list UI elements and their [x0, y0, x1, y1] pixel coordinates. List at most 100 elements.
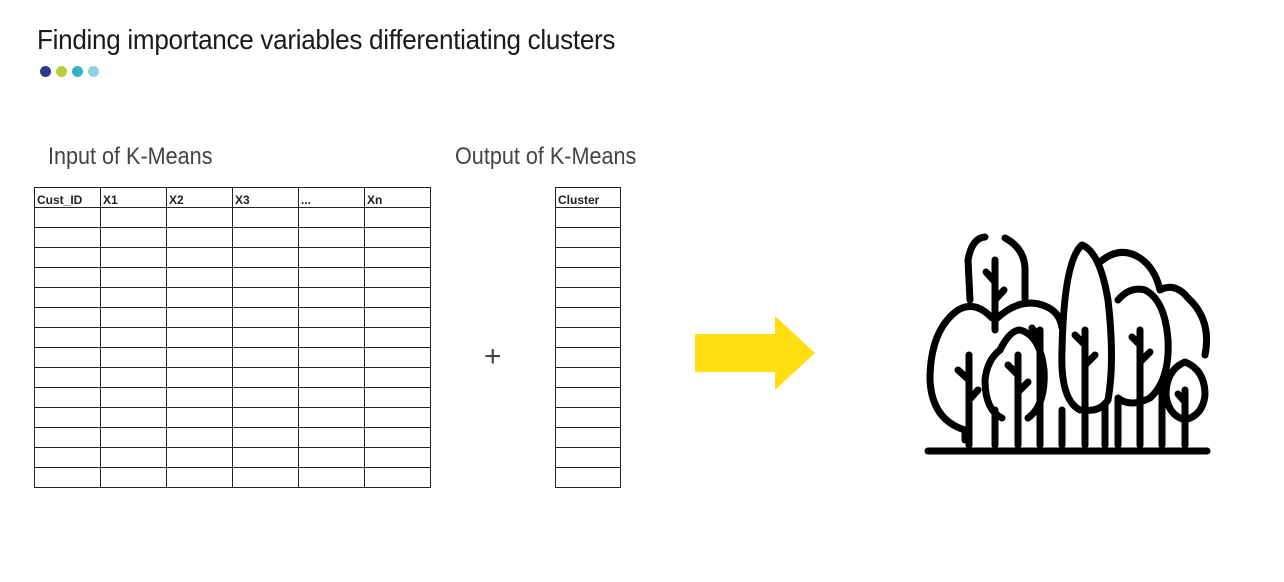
input-table-cell	[364, 467, 431, 488]
input-table-cell	[166, 287, 233, 308]
output-table-row	[555, 207, 621, 228]
input-table-row	[34, 287, 431, 308]
input-table-cell	[100, 227, 167, 248]
input-table-cell	[298, 227, 365, 248]
input-table-cell	[100, 267, 167, 288]
input-table-cell	[364, 387, 431, 408]
input-table-cell	[232, 347, 299, 368]
input-label: Input of K-Means	[48, 143, 213, 170]
input-table-cell	[34, 207, 101, 228]
input-table-cell	[166, 407, 233, 428]
input-table-cell	[100, 467, 167, 488]
output-table-cell	[555, 347, 621, 368]
output-table-cell	[555, 327, 621, 348]
input-table-cell	[100, 327, 167, 348]
input-table-cell	[364, 407, 431, 428]
page-title: Finding importance variables differentia…	[37, 24, 616, 55]
input-table-cell	[298, 427, 365, 448]
input-table-cell	[232, 287, 299, 308]
input-table-cell	[100, 387, 167, 408]
input-table-cell	[34, 447, 101, 468]
output-table-row	[555, 327, 621, 348]
input-table-cell	[232, 227, 299, 248]
output-table-cell	[555, 427, 621, 448]
input-table-cell	[298, 347, 365, 368]
output-label: Output of K-Means	[455, 143, 637, 170]
input-table-cell	[232, 327, 299, 348]
output-table-cell	[555, 307, 621, 328]
input-table-cell	[298, 367, 365, 388]
plus-sign: +	[484, 340, 502, 373]
input-table-row	[34, 227, 431, 248]
output-table-row	[555, 407, 621, 428]
forest-icon	[924, 233, 1211, 455]
input-table-cell	[34, 247, 101, 268]
input-table-row	[34, 247, 431, 268]
input-table-cell	[100, 447, 167, 468]
input-table-header-cell: X1	[100, 187, 167, 208]
output-table-row	[555, 287, 621, 308]
input-table-cell	[364, 347, 431, 368]
input-table-cell	[232, 267, 299, 288]
input-table-row	[34, 307, 431, 328]
output-table-cell	[555, 287, 621, 308]
output-table-cell	[555, 367, 621, 388]
output-table-cell	[555, 387, 621, 408]
input-table-cell	[364, 207, 431, 228]
input-table-cell	[34, 387, 101, 408]
input-table-cell	[166, 347, 233, 368]
input-table-header-cell: ...	[298, 187, 365, 208]
input-table-header-cell: X3	[232, 187, 299, 208]
dot-3	[72, 66, 83, 77]
input-table-cell	[298, 407, 365, 428]
input-table-cell	[166, 387, 233, 408]
input-table-cell	[298, 387, 365, 408]
input-table-cell	[34, 267, 101, 288]
output-table-header-row: Cluster	[555, 187, 621, 208]
input-table-cell	[298, 247, 365, 268]
input-table-row	[34, 467, 431, 488]
input-table-cell	[364, 227, 431, 248]
output-table-cell	[555, 447, 621, 468]
output-table-cell	[555, 407, 621, 428]
dot-2	[56, 66, 67, 77]
input-table-cell	[364, 327, 431, 348]
input-table-cell	[34, 367, 101, 388]
input-table-cell	[298, 307, 365, 328]
input-table-row	[34, 207, 431, 228]
input-table-cell	[232, 407, 299, 428]
decorative-dots	[40, 66, 99, 77]
input-table-cell	[34, 287, 101, 308]
output-table-row	[555, 467, 621, 488]
input-table-cell	[232, 467, 299, 488]
input-table-cell	[232, 387, 299, 408]
output-table-cell	[555, 267, 621, 288]
input-table-cell	[100, 347, 167, 368]
input-table-row	[34, 367, 431, 388]
input-table-cell	[34, 227, 101, 248]
input-table-cell	[166, 227, 233, 248]
input-table-row	[34, 427, 431, 448]
input-table-cell	[100, 247, 167, 268]
output-table-cell	[555, 247, 621, 268]
input-table-row	[34, 267, 431, 288]
output-table-row	[555, 347, 621, 368]
output-table-cell	[555, 227, 621, 248]
output-table-row	[555, 227, 621, 248]
input-table-row	[34, 387, 431, 408]
input-table-cell	[34, 427, 101, 448]
input-table-cell	[34, 347, 101, 368]
dot-1	[40, 66, 51, 77]
output-table-row	[555, 387, 621, 408]
output-table-row	[555, 247, 621, 268]
input-table-cell	[364, 427, 431, 448]
input-table-row	[34, 447, 431, 468]
input-table-cell	[166, 367, 233, 388]
output-table: Cluster	[555, 187, 621, 488]
input-table-cell	[298, 287, 365, 308]
output-table-row	[555, 367, 621, 388]
output-table-row	[555, 447, 621, 468]
input-table-cell	[34, 307, 101, 328]
